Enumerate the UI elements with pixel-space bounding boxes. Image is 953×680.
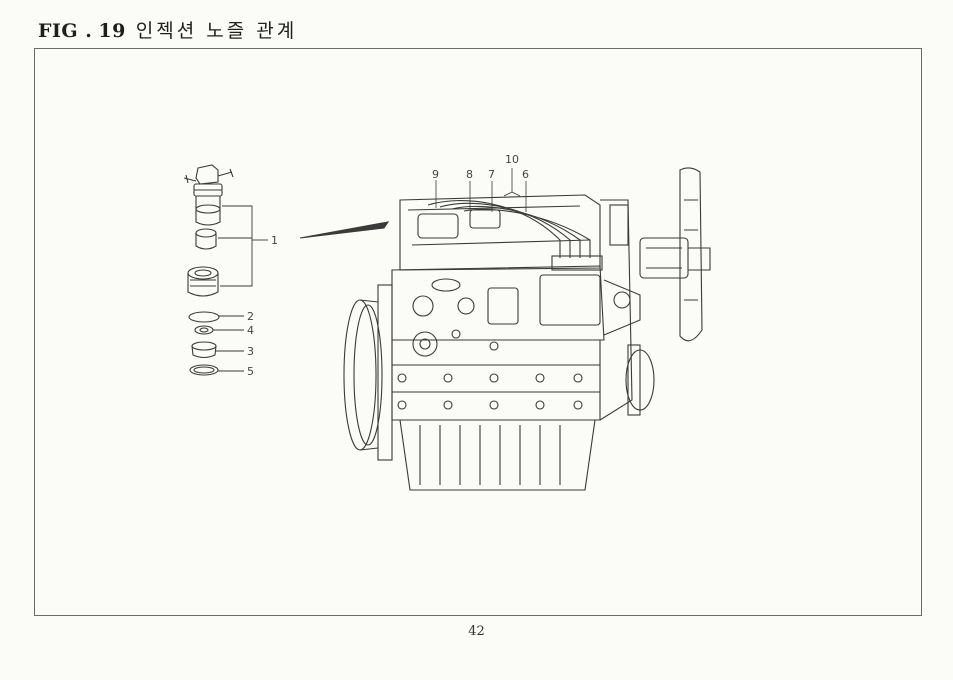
page-number: 42 xyxy=(468,624,485,639)
block-bolts xyxy=(397,329,583,410)
plug-3 xyxy=(191,341,217,359)
callout-8: 8 xyxy=(466,168,473,181)
nozzle-exploded-parts xyxy=(183,164,268,376)
callout-2: 2 xyxy=(247,310,254,323)
washer-4 xyxy=(194,325,214,335)
engine-callout-leaders xyxy=(435,168,527,212)
nozzle-seat xyxy=(195,228,217,250)
washer-2 xyxy=(188,311,220,323)
front-pulley xyxy=(343,284,393,461)
callout-9: 9 xyxy=(432,168,439,181)
engine-assembly xyxy=(343,194,655,491)
figure-title: FIG .19 인젝션 노즐 관계 xyxy=(38,16,297,43)
figure-caption: 인젝션 노즐 관계 xyxy=(135,20,298,42)
figure-number: 19 xyxy=(98,20,126,42)
right-shaft-assembly xyxy=(639,167,711,342)
washer-5 xyxy=(189,364,219,376)
callout-6: 6 xyxy=(522,168,529,181)
diagram-frame xyxy=(34,48,922,616)
callout-7: 7 xyxy=(488,168,495,181)
callout-4: 4 xyxy=(247,324,254,337)
location-arrow xyxy=(299,221,390,239)
figure-prefix: FIG . xyxy=(38,20,93,42)
callout-3: 3 xyxy=(247,345,254,358)
callout-1: 1 xyxy=(271,234,278,247)
callout-10: 10 xyxy=(505,153,519,166)
retaining-nut xyxy=(187,266,219,297)
injection-pipes xyxy=(427,200,591,258)
callout-5: 5 xyxy=(247,365,254,378)
nozzle-holder xyxy=(183,164,234,226)
